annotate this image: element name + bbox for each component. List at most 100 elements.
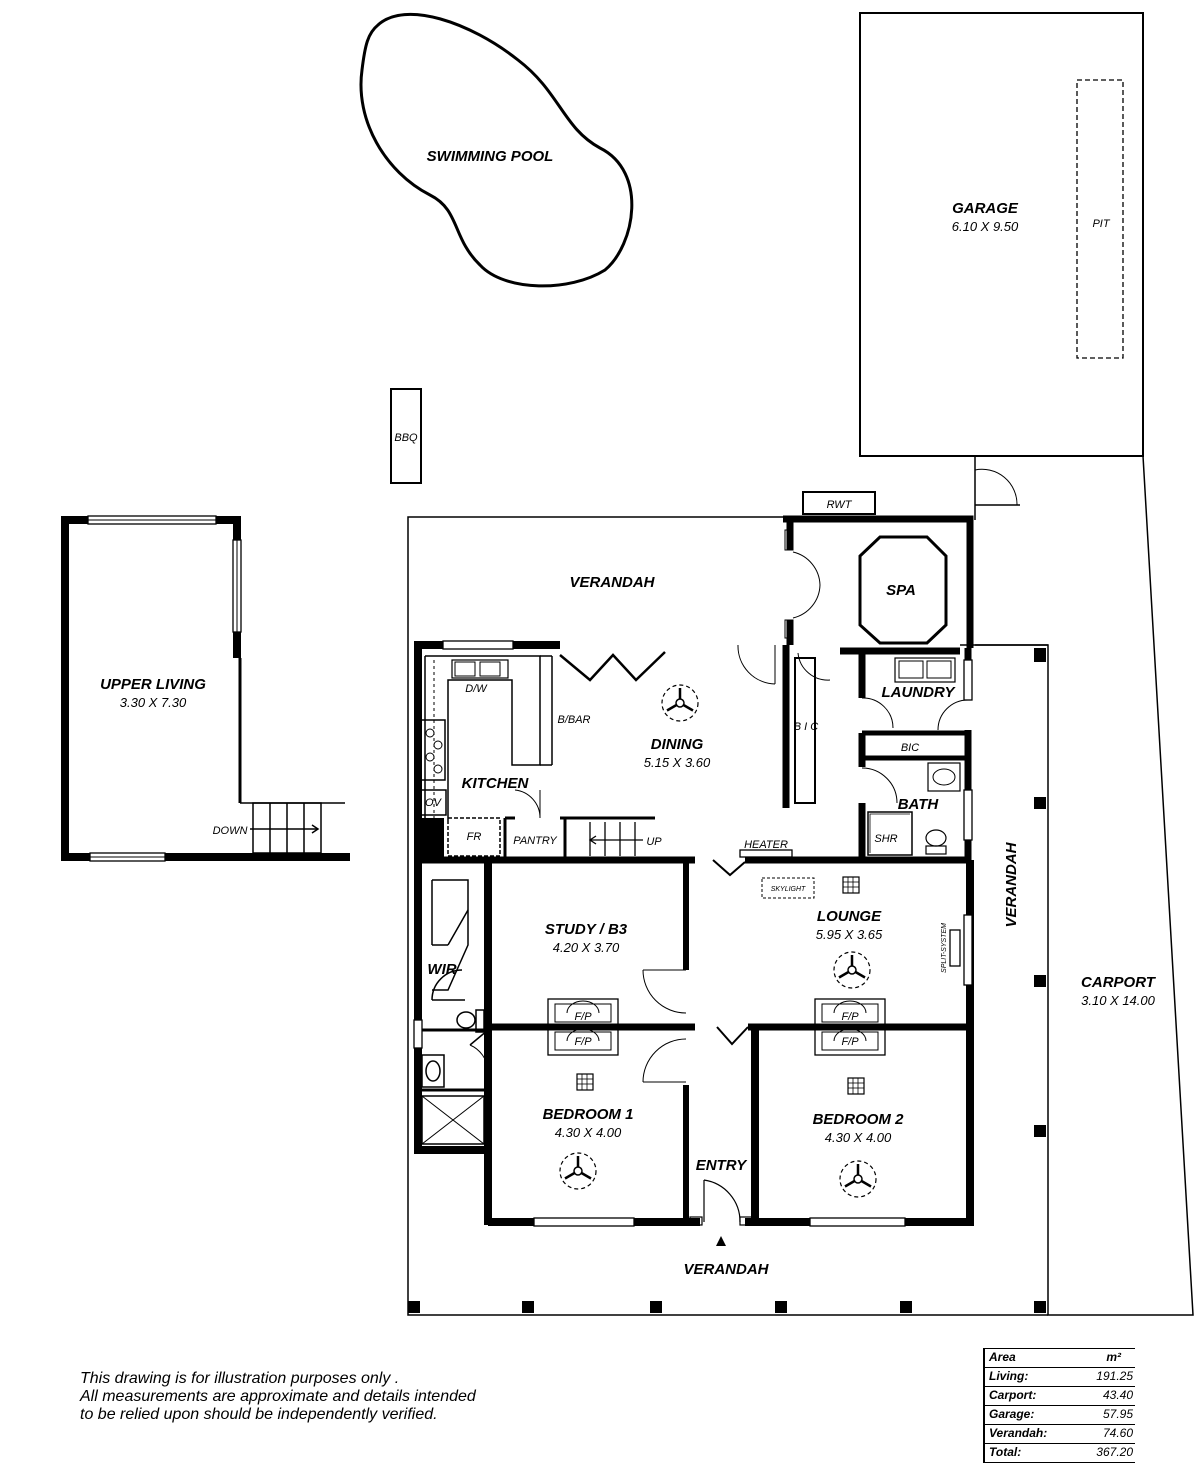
bic-laundry-label: BIC [901, 742, 919, 754]
area-row-label: Total: [989, 1445, 1022, 1459]
shower [867, 811, 913, 856]
skylight-label: SKYLIGHT [771, 886, 806, 893]
verandah-south-label: VERANDAH [683, 1261, 769, 1278]
disclaimer-line: This drawing is for illustration purpose… [80, 1370, 400, 1387]
entry-door [689, 1179, 753, 1226]
area-row-label: Garage: [989, 1407, 1035, 1421]
upper-living-dims: 3.30 X 7.30 [120, 695, 187, 710]
upper-living-label: UPPER LIVING [100, 676, 206, 693]
area-row: Total: 367.20 [985, 1444, 1135, 1463]
fp-label-study: F/P [574, 1011, 592, 1023]
ov-label: OV [425, 797, 443, 809]
bedroom2-vent-icon [847, 1077, 865, 1095]
kitchen-wall-block [418, 818, 444, 860]
heater [739, 849, 793, 858]
entry-label: ENTRY [696, 1157, 749, 1174]
bedroom2-label: BEDROOM 2 [813, 1111, 905, 1128]
bbq-label: BBQ [394, 432, 418, 444]
bedroom2-ceiling-fan-icon [838, 1159, 878, 1199]
kitchen-label: KITCHEN [462, 775, 530, 792]
main-stairs [588, 822, 643, 856]
bbq [390, 388, 422, 484]
lounge-vent-icon [842, 876, 860, 894]
area-row: Living: 191.25 [985, 1368, 1135, 1387]
bath-toilet [925, 829, 947, 855]
pool-label: SWIMMING POOL [427, 148, 554, 165]
bath-basin [927, 762, 961, 792]
study-label: STUDY / B3 [545, 921, 628, 938]
bedroom1-dims: 4.30 X 4.00 [555, 1125, 622, 1140]
carport-label: CARPORT [1081, 974, 1157, 991]
lounge-dims: 5.95 X 3.65 [816, 927, 883, 942]
bic-dining [794, 657, 816, 804]
rwt-label: RWT [827, 499, 853, 511]
bedroom1-ceiling-fan-icon [558, 1151, 598, 1191]
disclaimer-line: to be relied upon should be independentl… [80, 1406, 438, 1423]
verandah-outline [407, 516, 1048, 1316]
pantry-label: PANTRY [513, 835, 557, 847]
pit-label: PIT [1092, 218, 1110, 230]
disclaimer: This drawing is for illustration purpose… [80, 1370, 476, 1424]
area-row-value: 74.60 [1102, 1426, 1133, 1440]
area-row-value: 367.20 [1096, 1445, 1133, 1459]
area-row-label: Carport: [989, 1388, 1037, 1402]
area-row: Carport: 43.40 [985, 1387, 1135, 1406]
verandah-posts [408, 648, 1046, 1313]
disclaimer-line: All measurements are approximate and det… [80, 1388, 476, 1405]
lounge-label: LOUNGE [817, 908, 882, 925]
area-row-value: 191.25 [1096, 1369, 1133, 1383]
dining-dims: 5.15 X 3.60 [644, 755, 711, 770]
wir-fittings [421, 879, 489, 1145]
verandah-north-label: VERANDAH [569, 574, 655, 591]
fp-label-lounge: F/P [841, 1011, 859, 1023]
dining-label: DINING [651, 736, 704, 753]
area-header-label: Area [989, 1350, 1016, 1364]
kitchen-fittings [419, 655, 553, 820]
area-table: Area m² Living: 191.25 Carport: 43.40 Ga… [983, 1348, 1135, 1463]
upper-living-walls [61, 515, 350, 862]
area-row-value: 57.95 [1102, 1407, 1133, 1421]
upper-stairs [250, 802, 322, 854]
study-dims: 4.20 X 3.70 [553, 940, 620, 955]
fp-label-bed2: F/P [841, 1036, 859, 1048]
laundry-tub [894, 657, 956, 683]
bic-dining-label: B I C [794, 721, 819, 733]
area-row-label: Living: [989, 1369, 1029, 1383]
fridge-space [447, 817, 501, 857]
bath-label: BATH [898, 796, 940, 813]
spa-tub [858, 535, 948, 645]
split-system [949, 929, 961, 967]
area-table-header: Area m² [985, 1348, 1135, 1368]
laundry-label: LAUNDRY [881, 684, 956, 701]
swimming-pool [359, 12, 634, 288]
fr-label: FR [467, 831, 482, 843]
up-label: UP [646, 836, 662, 848]
carport-dims: 3.10 X 14.00 [1081, 993, 1155, 1008]
bedroom2-dims: 4.30 X 4.00 [825, 1130, 892, 1145]
dining-ceiling-fan-icon [660, 683, 700, 723]
area-row-label: Verandah: [989, 1426, 1048, 1440]
spa-label: SPA [886, 582, 916, 599]
fp-label-bed1: F/P [574, 1036, 592, 1048]
heater-label: HEATER [744, 839, 788, 851]
house-windows [413, 640, 973, 1227]
down-label: DOWN [213, 825, 248, 837]
split-system-label: SPLIT-SYSTEM [941, 923, 948, 973]
garage-label: GARAGE [952, 200, 1019, 217]
garage-pit [1076, 79, 1124, 359]
lounge-ceiling-fan-icon [832, 950, 872, 990]
wir-label: WIR [427, 961, 456, 978]
area-row: Verandah: 74.60 [985, 1425, 1135, 1444]
shr-label: SHR [874, 833, 897, 845]
rainwater-tank [802, 491, 876, 515]
verandah-east-label: VERANDAH [1003, 841, 1020, 927]
bedroom1-label: BEDROOM 1 [543, 1106, 634, 1123]
bedroom1-vent-icon [576, 1073, 594, 1091]
entry-arrow-icon [716, 1236, 726, 1246]
bbar-label: B/BAR [557, 714, 590, 726]
area-row-value: 43.40 [1102, 1388, 1133, 1402]
area-unit: m² [1106, 1350, 1121, 1364]
garage-outline [859, 12, 1144, 457]
dw-label: D/W [465, 683, 488, 695]
